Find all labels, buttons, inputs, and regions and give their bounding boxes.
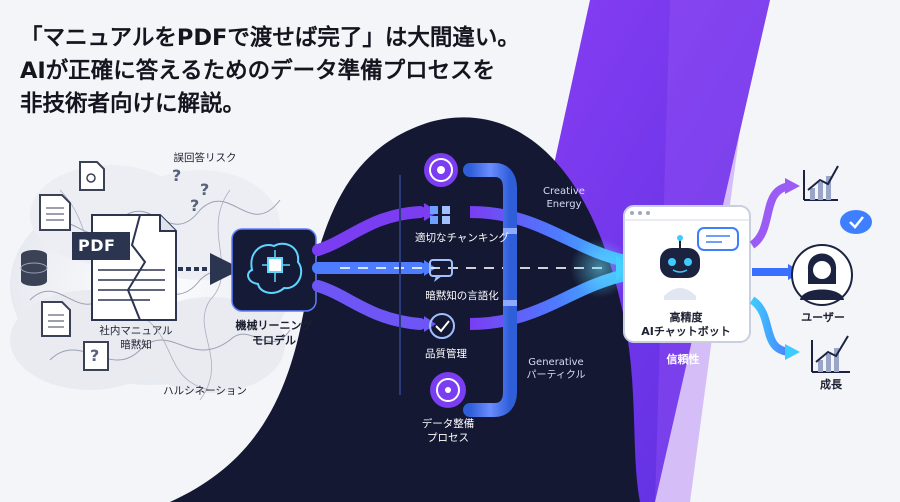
quality-control-label: 品質管理 <box>425 348 467 360</box>
gear-check-icon <box>429 313 455 339</box>
chat-bubble-icon <box>697 227 739 251</box>
chatbot-label: 高精度 <box>669 311 703 324</box>
document-icon <box>41 301 71 337</box>
question-mark: ? <box>200 180 210 199</box>
chunk-blocks-icon <box>430 206 450 224</box>
creative-label: Creative <box>543 186 585 197</box>
chunking-label: 適切なチャンキング <box>414 232 510 244</box>
question-mark: ? <box>90 346 100 365</box>
verbalization-label: 暗黙知の言語化 <box>425 290 499 302</box>
chatbot-sublabel: AIチャットボット <box>641 325 731 338</box>
dark-wave <box>170 117 640 502</box>
manual-label: 社内マニュアル <box>99 325 173 337</box>
speech-bubble-icon <box>429 259 453 282</box>
generative-label: Generative <box>528 357 584 368</box>
settings-document-icon <box>79 161 105 191</box>
energy-label: Energy <box>546 199 582 210</box>
growth-chart-icon <box>803 165 839 201</box>
data-gear-icon <box>430 372 466 408</box>
user-avatar <box>791 244 853 306</box>
data-prep-label: データ整備 <box>421 418 475 430</box>
headline-line-2: AIが正確に答えるためのデータ準備プロセスを <box>20 58 496 84</box>
document-icon <box>39 194 71 231</box>
data-flow-streams <box>312 203 636 332</box>
growth-chart-icon <box>811 335 850 373</box>
process-pipes <box>399 163 517 417</box>
particle-label: パーティクル <box>526 370 586 381</box>
question-mark: ? <box>190 196 200 215</box>
database-icon <box>20 250 48 286</box>
tacit-knowledge-label: 暗黙知 <box>120 339 152 351</box>
headline-line-3: 非技術者向けに解説。 <box>20 91 246 117</box>
pdf-manual-icon <box>72 214 177 321</box>
hallucination-label: ハルシネーション <box>163 385 247 397</box>
ml-model-sublabel: モロデル <box>252 334 296 347</box>
pdf-badge: PDF <box>78 236 116 255</box>
ml-model-label: 機械リーニング <box>235 319 313 332</box>
question-mark: ? <box>172 166 182 185</box>
reliability-label: 信頼性 <box>666 353 700 366</box>
process-label: プロセス <box>427 432 469 444</box>
headline: 「マニュアルをPDFで渡せば完了」は大間違い。 AIが正確に答えるためのデータ準… <box>20 22 520 121</box>
risk-label: 誤回答リスク <box>173 152 237 164</box>
growth-label: 成長 <box>820 378 842 391</box>
robot-icon <box>660 235 700 300</box>
headline-line-1: 「マニュアルをPDFで渡せば完了」は大間違い。 <box>20 25 520 51</box>
gear-icon <box>424 153 458 187</box>
question-document-icon <box>83 341 109 371</box>
ml-model-icon <box>231 228 317 312</box>
check-bubble-icon <box>840 210 872 234</box>
user-label: ユーザー <box>801 311 845 324</box>
